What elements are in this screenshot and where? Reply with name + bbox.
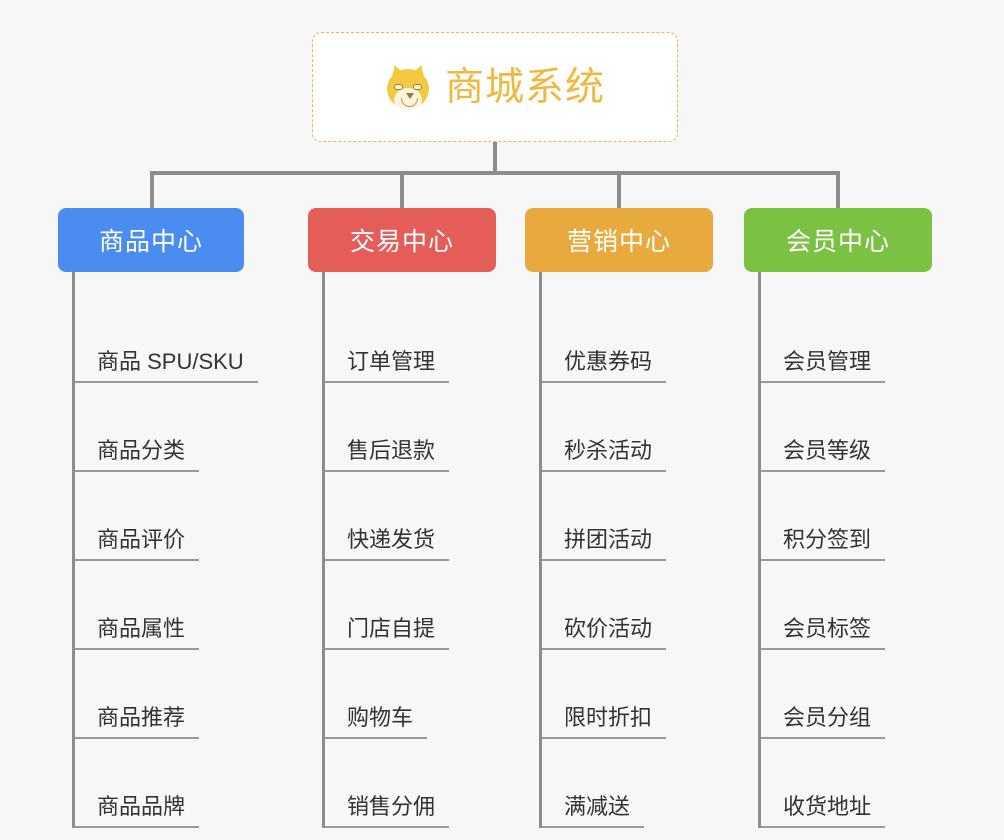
list-item-label: 商品分类	[75, 438, 200, 472]
connector-drop-4	[836, 171, 840, 211]
list-item-label: 售后退款	[325, 438, 450, 472]
column-marketing-center: 营销中心 优惠券码 秒杀活动 拼团活动 砍价活动 限时折扣 满减送	[525, 208, 745, 828]
list-item-label: 商品 SPU/SKU	[75, 349, 258, 383]
connector-stem	[493, 142, 497, 174]
list-item-label: 满减送	[542, 794, 645, 828]
list-item-label: 优惠券码	[542, 349, 667, 383]
list-item[interactable]: 秒杀活动	[542, 383, 745, 472]
list-item-label: 收货地址	[761, 794, 886, 828]
list-item-label: 积分签到	[761, 527, 886, 561]
list-item[interactable]: 商品 SPU/SKU	[75, 294, 278, 383]
list-item[interactable]: 会员标签	[761, 561, 964, 650]
list-item-label: 秒杀活动	[542, 438, 667, 472]
connector-drop-3	[617, 171, 621, 211]
connector-drop-1	[150, 171, 154, 211]
list-item-label: 购物车	[325, 705, 428, 739]
list-item[interactable]: 限时折扣	[542, 650, 745, 739]
list-item-label: 会员分组	[761, 705, 886, 739]
list-item[interactable]: 售后退款	[325, 383, 528, 472]
leaf-list-product-center: 商品 SPU/SKU 商品分类 商品评价 商品属性 商品推荐 商品品牌	[72, 272, 278, 828]
list-item-label: 会员管理	[761, 349, 886, 383]
list-item-label: 商品属性	[75, 616, 200, 650]
list-item[interactable]: 满减送	[542, 739, 745, 828]
list-item-label: 门店自提	[325, 616, 450, 650]
list-item[interactable]: 商品品牌	[75, 739, 278, 828]
category-header-marketing-center[interactable]: 营销中心	[525, 208, 713, 272]
list-item-label: 商品品牌	[75, 794, 200, 828]
leaf-list-trade-center: 订单管理 售后退款 快递发货 门店自提 购物车 销售分佣	[322, 272, 528, 828]
list-item[interactable]: 门店自提	[325, 561, 528, 650]
list-item[interactable]: 销售分佣	[325, 739, 528, 828]
list-item-label: 订单管理	[325, 349, 450, 383]
category-header-product-center[interactable]: 商品中心	[58, 208, 244, 272]
list-item[interactable]: 商品分类	[75, 383, 278, 472]
list-item[interactable]: 会员管理	[761, 294, 964, 383]
list-item-label: 快递发货	[325, 527, 450, 561]
list-item-label: 砍价活动	[542, 616, 667, 650]
connector-drop-2	[400, 171, 404, 211]
list-item[interactable]: 会员分组	[761, 650, 964, 739]
root-title: 商城系统	[444, 65, 605, 109]
list-item[interactable]: 快递发货	[325, 472, 528, 561]
connector-bus	[150, 171, 840, 175]
list-item[interactable]: 购物车	[325, 650, 528, 739]
list-item-label: 会员标签	[761, 616, 886, 650]
list-item-label: 商品评价	[75, 527, 200, 561]
list-item[interactable]: 会员等级	[761, 383, 964, 472]
category-header-member-center[interactable]: 会员中心	[744, 208, 932, 272]
list-item[interactable]: 订单管理	[325, 294, 528, 383]
column-member-center: 会员中心 会员管理 会员等级 积分签到 会员标签 会员分组 收货地址	[744, 208, 964, 828]
list-item-label: 会员等级	[761, 438, 886, 472]
list-item[interactable]: 商品属性	[75, 561, 278, 650]
list-item[interactable]: 商品评价	[75, 472, 278, 561]
root-node-shop-system[interactable]: 商城系统	[312, 32, 678, 142]
list-item[interactable]: 积分签到	[761, 472, 964, 561]
list-item[interactable]: 砍价活动	[542, 561, 745, 650]
column-product-center: 商品中心 商品 SPU/SKU 商品分类 商品评价 商品属性 商品推荐 商品品牌	[58, 208, 278, 828]
list-item[interactable]: 商品推荐	[75, 650, 278, 739]
list-item-label: 商品推荐	[75, 705, 200, 739]
leaf-list-marketing-center: 优惠券码 秒杀活动 拼团活动 砍价活动 限时折扣 满减送	[539, 272, 745, 828]
list-item[interactable]: 优惠券码	[542, 294, 745, 383]
list-item[interactable]: 拼团活动	[542, 472, 745, 561]
shiba-dog-face-icon	[385, 62, 431, 110]
category-header-trade-center[interactable]: 交易中心	[308, 208, 496, 272]
list-item-label: 拼团活动	[542, 527, 667, 561]
list-item[interactable]: 收货地址	[761, 739, 964, 828]
leaf-list-member-center: 会员管理 会员等级 积分签到 会员标签 会员分组 收货地址	[758, 272, 964, 828]
list-item-label: 限时折扣	[542, 705, 667, 739]
list-item-label: 销售分佣	[325, 794, 450, 828]
column-trade-center: 交易中心 订单管理 售后退款 快递发货 门店自提 购物车 销售分佣	[308, 208, 528, 828]
